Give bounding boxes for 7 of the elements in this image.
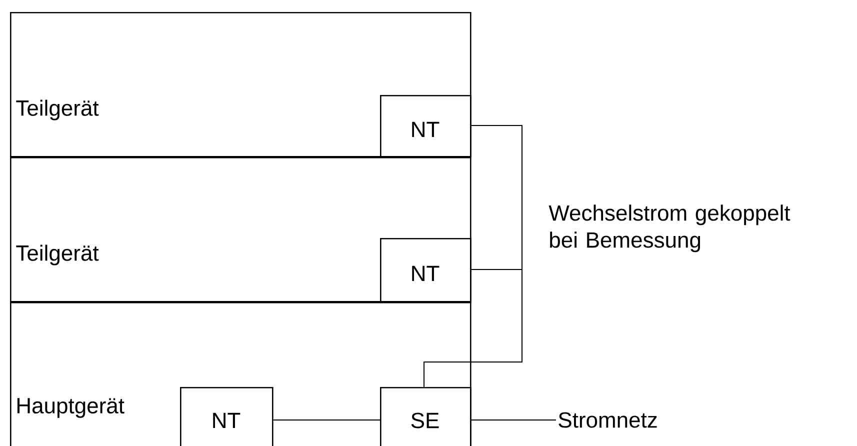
unit-box: SE	[380, 387, 472, 446]
wire	[424, 269, 522, 388]
unit-box: NT	[380, 95, 472, 158]
unit-box: NT	[180, 387, 274, 446]
note-text: Wechselstrom gekoppelt bei Bemessung	[548, 204, 790, 252]
connection-label: Stromnetz	[558, 412, 657, 428]
unit-box: NT	[380, 238, 472, 302]
